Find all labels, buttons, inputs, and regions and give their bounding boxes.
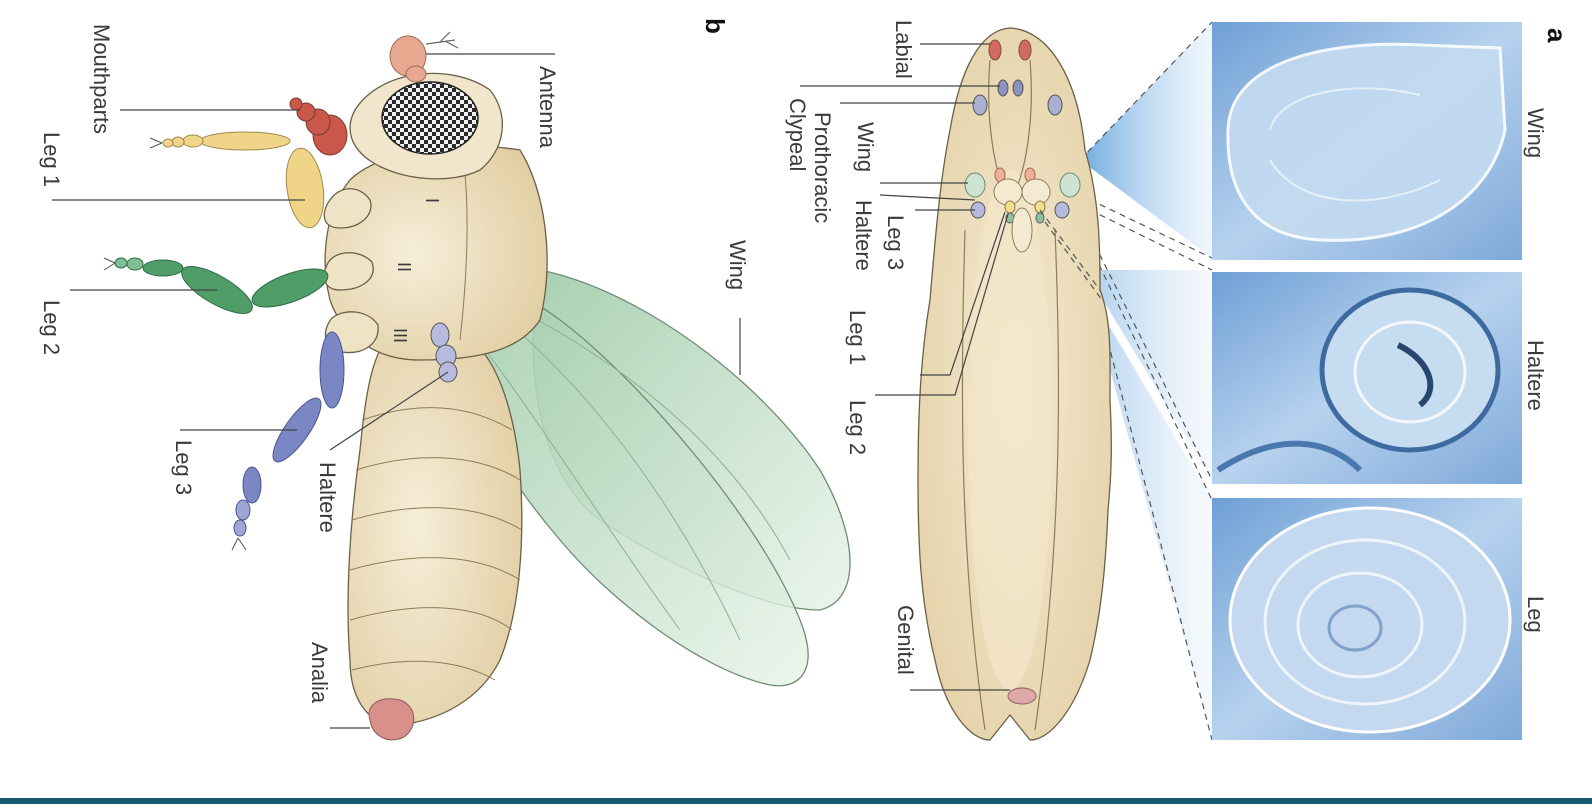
photo-label-wing: Wing [1523, 108, 1548, 158]
label-leg1-disc: Leg 1 [845, 310, 870, 365]
label-wing: Wing [725, 240, 750, 290]
segment-mark-1: I [422, 198, 442, 203]
label-wing-disc: Wing [853, 122, 878, 172]
label-leg3: Leg 3 [171, 440, 196, 495]
segment-mark-2: II [394, 262, 414, 272]
panel-b-letter: b [700, 18, 730, 34]
label-leg3-disc: Leg 3 [883, 215, 908, 270]
adult-mouthparts [290, 98, 347, 155]
photo-label-leg: Leg [1523, 596, 1548, 633]
label-genital-disc: Genital [893, 605, 918, 675]
photo-label-haltere: Haltere [1523, 340, 1548, 411]
panel-a-letter: a [1542, 28, 1572, 43]
label-prothoracic: Prothoracic [810, 112, 835, 223]
label-labial: Labial [891, 20, 916, 79]
haltere-disc-photo [1212, 272, 1522, 484]
label-analia: Analia [307, 642, 332, 704]
label-leg2-disc: Leg 2 [845, 400, 870, 455]
label-antenna: Antenna [535, 66, 560, 149]
label-leg1: Leg 1 [39, 132, 64, 187]
segment-mark-3: III [390, 328, 410, 343]
adult-leg-1 [150, 132, 328, 230]
bottom-accent-bar [0, 798, 1592, 804]
wing-disc-beam [1080, 22, 1212, 258]
wing-disc-photo [1212, 22, 1522, 260]
adult-analia [369, 699, 414, 740]
label-clypeal: Clypeal [785, 98, 810, 171]
label-haltere-disc: Haltere [851, 200, 876, 271]
label-leg2: Leg 2 [39, 300, 64, 355]
label-mouthparts: Mouthparts [89, 24, 114, 134]
label-haltere: Haltere [315, 462, 340, 533]
leg-disc-photo [1212, 498, 1522, 740]
larva [918, 28, 1111, 740]
